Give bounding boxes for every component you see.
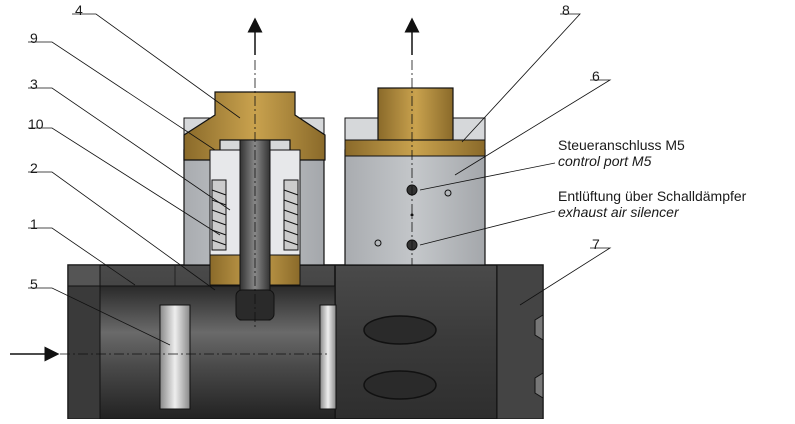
- flow-bore: [67, 285, 337, 420]
- flow-arrows: [10, 17, 420, 362]
- callout-6: 6: [592, 68, 600, 84]
- exhaust-label-de: Entlüftung über Schalldämpfer: [558, 188, 747, 204]
- callout-4: 4: [75, 2, 83, 18]
- callout-9: 9: [30, 30, 38, 46]
- callout-10: 10: [28, 116, 44, 132]
- leader-lines: [28, 13, 612, 346]
- exhaust-label-en: exhaust air silencer: [558, 204, 679, 220]
- body-ports: [363, 314, 544, 400]
- callout-7: 7: [592, 236, 600, 252]
- callout-3: 3: [30, 76, 38, 92]
- callout-1: 1: [30, 216, 38, 232]
- control-port-label-de: Steueranschluss M5: [558, 137, 685, 153]
- callout-5: 5: [30, 276, 38, 292]
- callout-2: 2: [30, 160, 38, 176]
- callout-8: 8: [562, 2, 570, 18]
- control-port-label-en: control port M5: [558, 153, 652, 169]
- actuator-right: [344, 60, 486, 266]
